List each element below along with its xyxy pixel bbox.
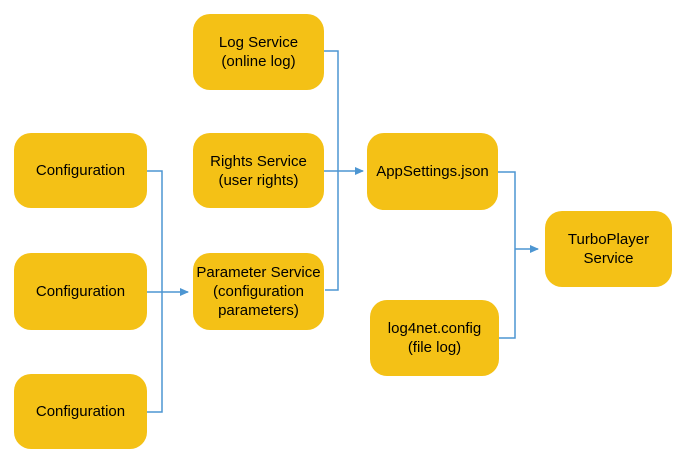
node-log-service: Log Service (online log): [193, 14, 324, 90]
node-log4net-config: log4net.config (file log): [370, 300, 499, 376]
node-configuration-3: Configuration: [14, 374, 147, 449]
node-appsettings-json-label: AppSettings.json: [376, 163, 489, 180]
node-turboplayer-service-label: TurboPlayer Service: [567, 231, 650, 267]
edge-config1-config3-junction: [147, 170, 163, 413]
node-appsettings-json: AppSettings.json: [367, 133, 498, 210]
node-rights-service-label: Rights Service (user rights): [210, 152, 307, 189]
node-log4net-config-label: log4net.config (file log): [387, 320, 482, 356]
node-rights-service: Rights Service (user rights): [193, 133, 324, 208]
node-configuration-2: Configuration: [14, 253, 147, 330]
node-configuration-1-label: Configuration: [35, 162, 126, 179]
edge-logservice-parameterservice-junction: [324, 50, 339, 291]
node-log-service-label: Log Service (online log): [218, 34, 299, 70]
node-configuration-1: Configuration: [14, 133, 147, 208]
node-parameter-service-label: Parameter Service (configuration paramet…: [196, 264, 321, 319]
node-parameter-service: Parameter Service (configuration paramet…: [193, 253, 324, 330]
node-configuration-3-label: Configuration: [35, 403, 126, 420]
edge-appsettings-log4net-junction: [498, 171, 516, 339]
node-turboplayer-service: TurboPlayer Service: [545, 211, 672, 287]
node-configuration-2-label: Configuration: [35, 283, 126, 300]
